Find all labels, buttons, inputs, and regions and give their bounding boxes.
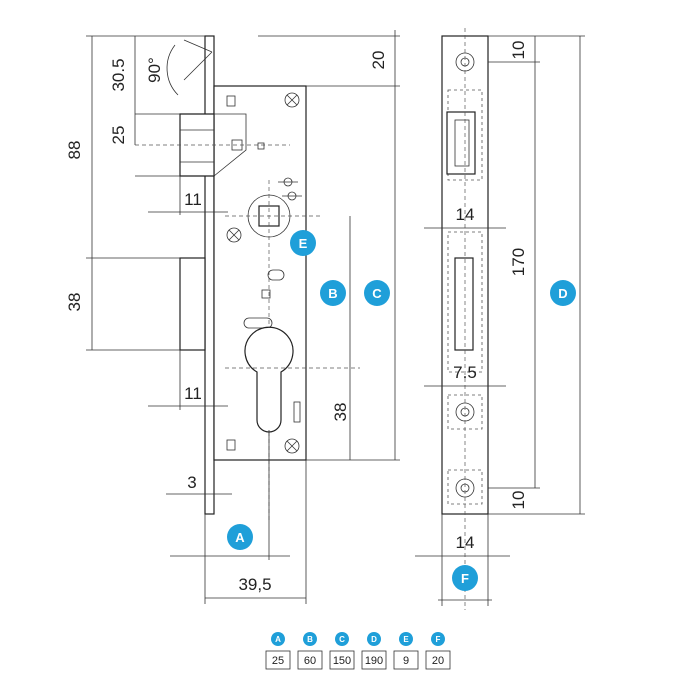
dim-25: 25 [109, 126, 128, 145]
body-right-dimensions: 20 38 [258, 30, 400, 461]
svg-text:B: B [328, 286, 337, 301]
table-value-e: 9 [403, 655, 409, 667]
dim-38-left: 38 [65, 293, 84, 312]
table-header-a: A [275, 635, 281, 644]
badge-c: C [364, 280, 390, 306]
table-value-d: 190 [365, 655, 383, 667]
table-header-f: F [436, 635, 441, 644]
deadbolt-front [454, 257, 474, 351]
dim-14-bottom: 14 [456, 533, 475, 552]
table-value-c: 150 [333, 655, 351, 667]
table-header-badges: A B C D E F [271, 632, 445, 646]
table-header-b: B [307, 635, 313, 644]
badge-a: A [227, 524, 253, 550]
faceplate-front-view [441, 28, 489, 610]
dim-20: 20 [369, 51, 388, 70]
table-value-cells: 25 60 150 190 9 20 [265, 650, 451, 670]
screw-top [284, 92, 300, 108]
dim-30-5: 30.5 [109, 58, 128, 91]
lock-body-view [135, 35, 360, 520]
dim-88: 88 [65, 141, 84, 160]
faceplate-dimensions: 10 170 10 14 7.5 14 [415, 35, 585, 606]
table-header-c: C [339, 635, 345, 644]
dim-11-top: 11 [184, 190, 202, 209]
badge-e: E [290, 230, 316, 256]
dim-39-5: 39,5 [238, 575, 271, 594]
angle-annotation: 90° [145, 39, 213, 96]
latch-front [446, 111, 476, 175]
svg-text:F: F [461, 571, 469, 586]
dim-14-top: 14 [456, 205, 475, 224]
svg-text:D: D [558, 286, 567, 301]
badge-b: B [320, 280, 346, 306]
table-header-e: E [403, 635, 409, 644]
table-header-d: D [371, 635, 377, 644]
table-value-b: 60 [304, 655, 316, 667]
dim-7-5: 7.5 [453, 363, 477, 382]
values-table: A B C D E F 25 60 150 190 9 20 [265, 632, 451, 670]
badge-f: F [452, 565, 478, 591]
svg-text:C: C [372, 286, 382, 301]
badge-d: D [550, 280, 576, 306]
table-value-a: 25 [272, 655, 284, 667]
faceplate [204, 35, 215, 515]
svg-text:A: A [235, 530, 245, 545]
dim-38-right: 38 [331, 403, 350, 422]
dim-3: 3 [187, 473, 196, 492]
table-value-f: 20 [432, 655, 444, 667]
cylinder-cutout [244, 326, 294, 433]
dead-bolt [179, 257, 206, 351]
dim-170: 170 [509, 248, 528, 276]
screw-middle [226, 227, 242, 243]
angle-label: 90° [145, 57, 164, 83]
screw-bottom [284, 438, 300, 454]
dim-10-bottom: 10 [509, 491, 528, 510]
left-dimensions: 88 30.5 25 11 38 11 3 39,5 [65, 35, 307, 604]
svg-text:E: E [299, 236, 308, 251]
dim-10-top: 10 [509, 41, 528, 60]
dim-11-bottom: 11 [184, 384, 202, 403]
